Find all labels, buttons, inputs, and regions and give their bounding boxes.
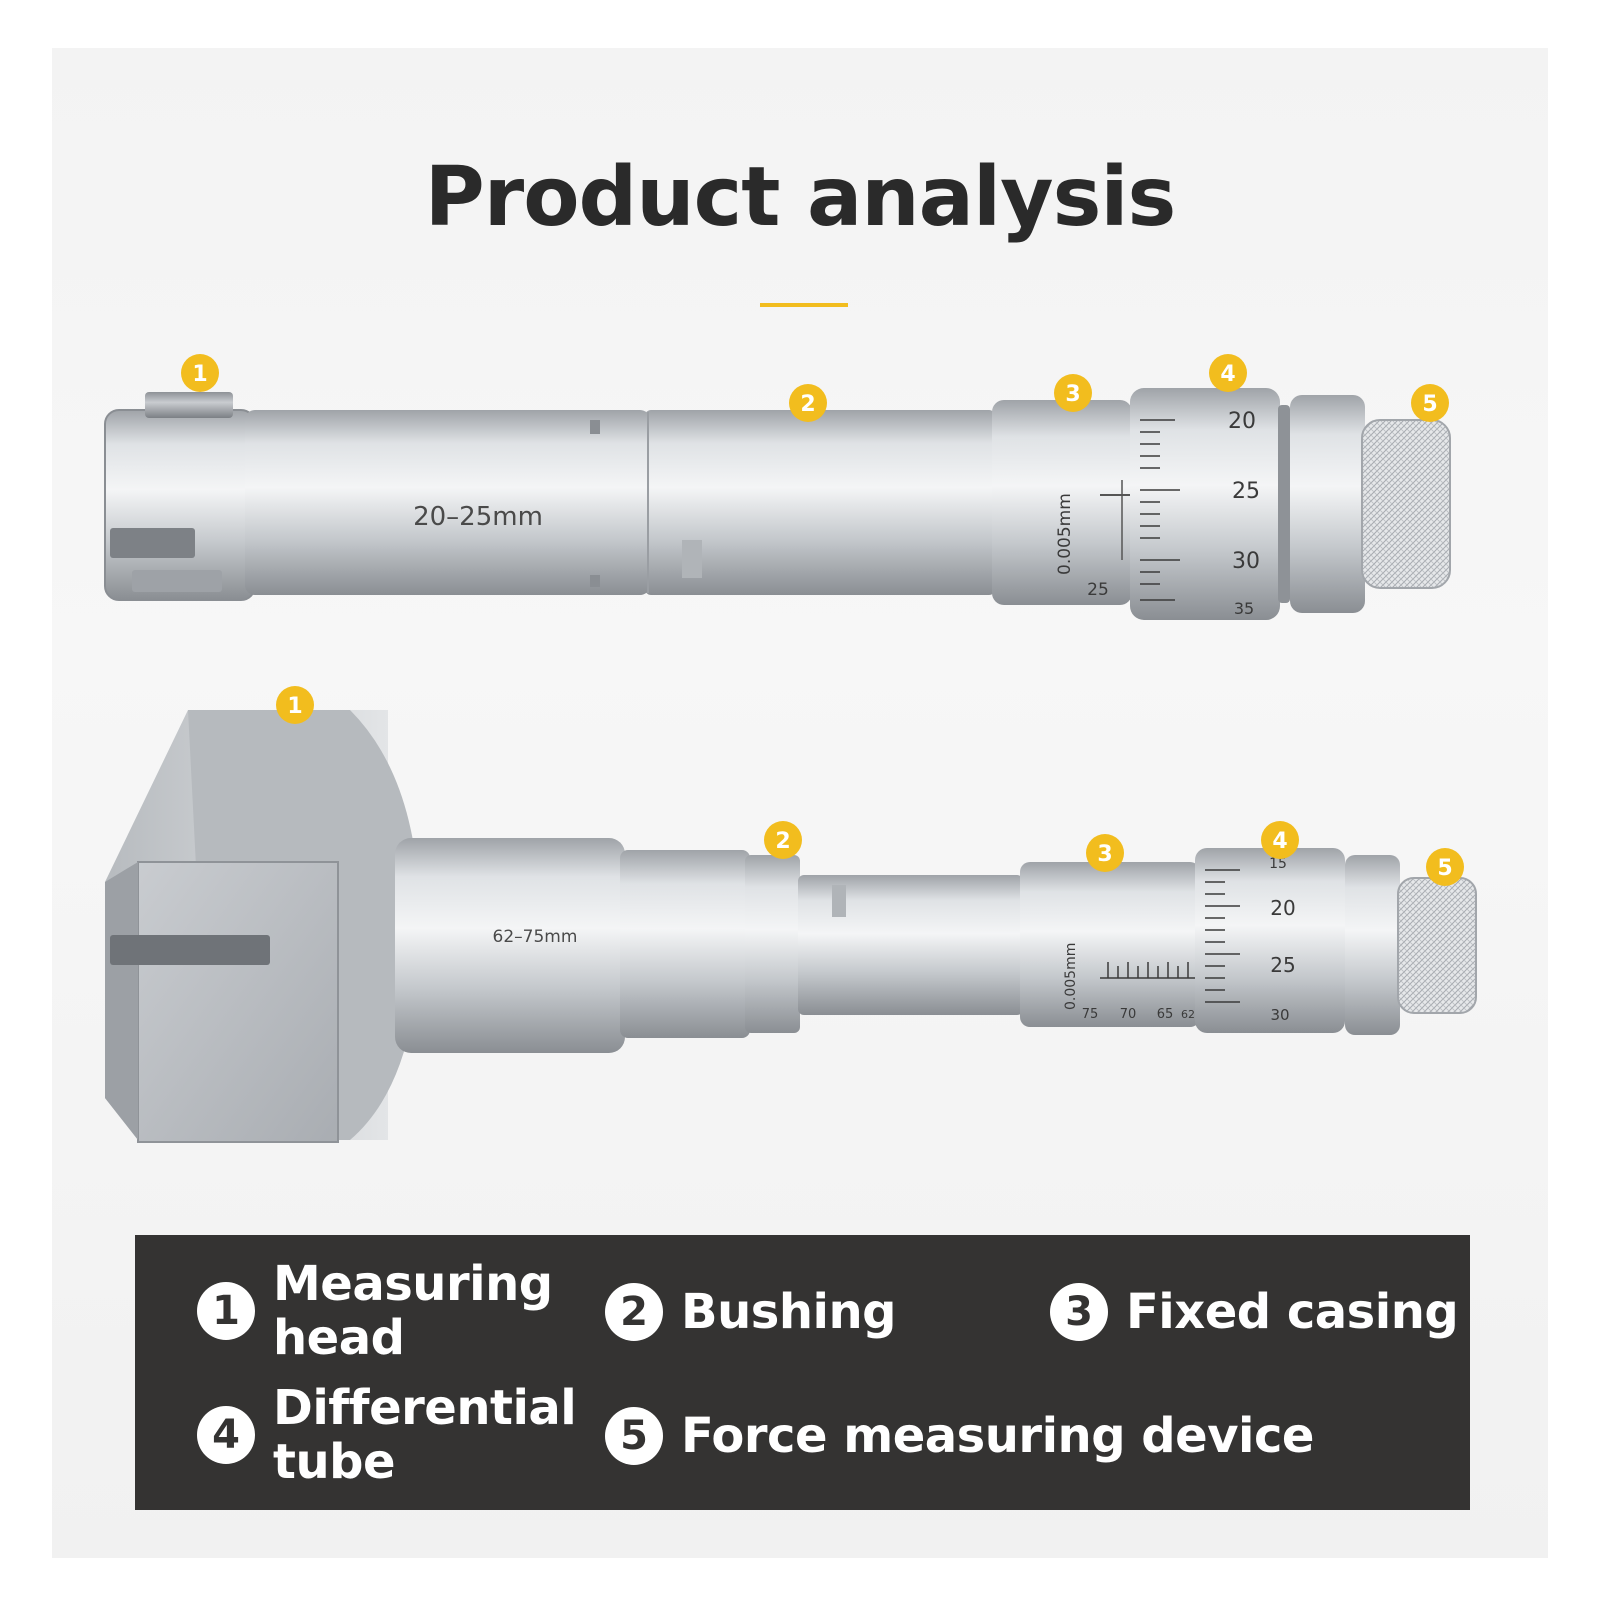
bottom-ratchet-collar — [1345, 855, 1400, 1035]
legend-number-3: 3 — [1050, 1283, 1108, 1341]
bottom-callout-2: 2 — [764, 821, 802, 859]
svg-text:4: 4 — [1272, 829, 1287, 854]
bottom-differential-tube — [1195, 848, 1345, 1033]
bottom-thimble-number-2: 20 — [1270, 896, 1295, 920]
legend-label-4-line2: tube — [273, 1434, 396, 1490]
legend-panel: 1 Measuring head 2 Bushing 3 Fixed casin… — [135, 1235, 1470, 1510]
legend-item-fixed-casing: 3 Fixed casing — [1050, 1283, 1459, 1341]
bottom-sleeve-number-2: 70 — [1120, 1007, 1137, 1022]
top-force-measuring-device — [1361, 419, 1451, 589]
svg-text:5: 5 — [1422, 392, 1437, 417]
legend-item-force-measuring-device: 5 Force measuring device — [605, 1407, 1314, 1465]
legend-number-1: 1 — [197, 1282, 255, 1340]
bottom-main-barrel — [395, 838, 625, 1053]
svg-text:5: 5 — [1437, 856, 1452, 881]
top-ratchet-collar — [1290, 395, 1365, 613]
legend-number-4: 4 — [197, 1406, 255, 1464]
top-range-label: 20–25mm — [413, 502, 543, 532]
bottom-callout-1: 1 — [276, 686, 314, 724]
top-sleeve-number: 25 — [1087, 580, 1109, 600]
legend-label-4-line1: Differential — [273, 1380, 577, 1436]
bottom-thimble-number-4: 30 — [1270, 1006, 1289, 1024]
bottom-thimble-number-1: 15 — [1269, 856, 1287, 872]
bottom-bushing — [745, 855, 800, 1033]
bottom-sleeve-number-3: 65 — [1157, 1007, 1174, 1022]
legend-number-2: 2 — [605, 1283, 663, 1341]
top-thimble-number-1: 20 — [1228, 409, 1256, 434]
top-thimble-number-2: 25 — [1232, 479, 1260, 504]
svg-text:1: 1 — [192, 362, 207, 387]
svg-text:3: 3 — [1065, 382, 1080, 407]
bottom-sleeve-number-1: 75 — [1082, 1007, 1099, 1022]
bottom-callout-5: 5 — [1426, 848, 1464, 886]
bottom-sleeve-number-4: 62 — [1181, 1008, 1195, 1021]
bottom-fixed-casing — [1020, 862, 1200, 1027]
legend-label-1-line1: Measuring — [273, 1256, 553, 1312]
legend-item-bushing: 2 Bushing — [605, 1283, 896, 1341]
product-illustration: 20–25mm 0.005mm 25 20 25 30 35 1 2 3 4 5 — [104, 354, 1477, 1143]
bottom-narrow-tube — [798, 875, 1023, 1015]
legend-item-differential-tube: 4 Differential tube — [197, 1380, 577, 1490]
page-title: Product analysis — [424, 150, 1177, 245]
top-head-anvil-side — [110, 528, 195, 558]
title-accent-rule — [760, 303, 848, 307]
svg-text:3: 3 — [1097, 842, 1112, 867]
top-fixed-casing — [992, 400, 1132, 605]
bottom-sleeve-ticks — [1100, 962, 1210, 979]
top-callout-3: 3 — [1054, 374, 1092, 412]
svg-text:2: 2 — [800, 392, 815, 417]
bottom-thimble-ticks — [1205, 869, 1240, 1003]
top-head-anvil-top — [145, 392, 233, 418]
top-micrometer: 20–25mm 0.005mm 25 20 25 30 35 1 2 3 4 5 — [104, 354, 1451, 620]
bottom-callout-4: 4 — [1261, 821, 1299, 859]
top-callout-1: 1 — [181, 354, 219, 392]
bottom-resolution-label: 0.005mm — [1063, 943, 1079, 1010]
bottom-micrometer: 62–75mm 0.005mm 75 70 65 62 15 20 25 30 … — [105, 686, 1477, 1143]
top-callout-2: 2 — [789, 384, 827, 422]
legend-label-5: Force measuring device — [681, 1408, 1314, 1464]
top-callout-4: 4 — [1209, 354, 1247, 392]
top-thimble-ticks — [1140, 419, 1180, 601]
bottom-measuring-head — [137, 861, 339, 1143]
top-thimble-number-4: 35 — [1234, 599, 1254, 618]
bottom-force-measuring-device — [1397, 877, 1477, 1014]
bottom-callout-3: 3 — [1086, 834, 1124, 872]
top-bushing — [645, 410, 995, 595]
legend-item-measuring-head: 1 Measuring head — [197, 1257, 553, 1365]
bottom-thimble-number-3: 25 — [1270, 953, 1295, 977]
top-differential-tube — [1130, 388, 1280, 620]
top-callout-5: 5 — [1411, 384, 1449, 422]
top-main-tube — [245, 410, 650, 595]
legend-label-3: Fixed casing — [1126, 1284, 1459, 1340]
svg-text:2: 2 — [775, 829, 790, 854]
bottom-head-anvil — [110, 935, 270, 965]
legend-label-1-line2: head — [273, 1310, 405, 1366]
svg-text:4: 4 — [1220, 362, 1235, 387]
svg-text:1: 1 — [287, 694, 302, 719]
legend-label-2: Bushing — [681, 1284, 896, 1340]
legend-number-5: 5 — [605, 1407, 663, 1465]
top-resolution-label: 0.005mm — [1055, 493, 1075, 575]
bottom-range-label: 62–75mm — [493, 927, 578, 947]
top-thimble-number-3: 30 — [1232, 549, 1260, 574]
